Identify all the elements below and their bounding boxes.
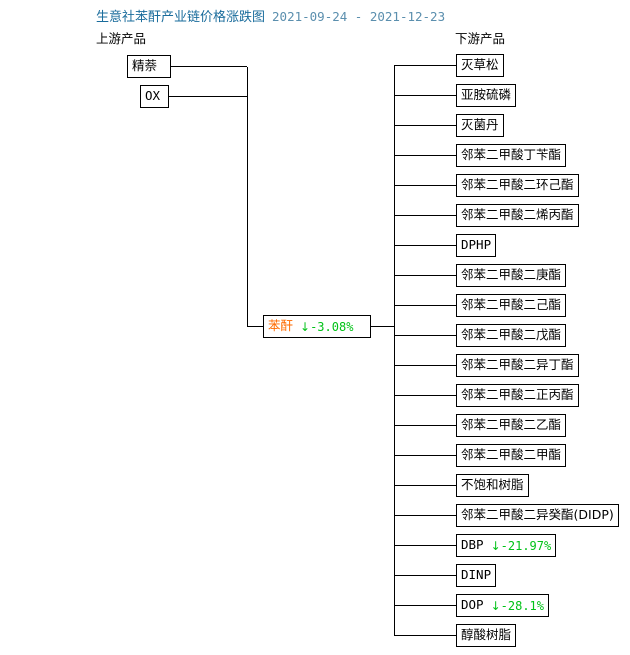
chart-title-row: 生意社苯酐产业链价格涨跌图 2021-09-24 - 2021-12-23 xyxy=(96,9,445,26)
downstream-vertical-bus xyxy=(394,65,396,636)
downstream-node-3[interactable]: 邻苯二甲酸丁苄酯 xyxy=(456,144,567,167)
node-label: DPHP xyxy=(461,237,492,253)
downstream-connector-18 xyxy=(394,604,456,607)
arrow-down-icon: ↓ xyxy=(490,598,501,613)
node-label: 邻苯二甲酸二正丙酯 xyxy=(461,387,574,403)
downstream-connector-5 xyxy=(394,214,456,217)
node-label: DOP xyxy=(461,597,484,613)
upstream-node-1[interactable]: OX xyxy=(140,85,169,108)
downstream-connector-6 xyxy=(394,244,456,247)
downstream-node-15[interactable]: 邻苯二甲酸二异癸酯(DIDP) xyxy=(456,504,619,527)
downstream-node-0[interactable]: 灭草松 xyxy=(456,54,504,77)
downstream-node-14[interactable]: 不饱和树脂 xyxy=(456,474,529,497)
downstream-connector-11 xyxy=(394,394,456,397)
node-label: 邻苯二甲酸二异丁酯 xyxy=(461,357,574,373)
node-label: 邻苯二甲酸二戊酯 xyxy=(461,327,562,343)
chart-date-range: 2021-09-24 - 2021-12-23 xyxy=(272,9,446,24)
center-outlet-connector xyxy=(371,325,394,328)
downstream-connector-3 xyxy=(394,154,456,157)
node-label: 邻苯二甲酸二甲酯 xyxy=(461,447,562,463)
node-change-value: ↓-3.08% xyxy=(300,319,354,334)
downstream-connector-2 xyxy=(394,124,456,127)
center-node-phthalic-anhydride[interactable]: 苯酐 ↓-3.08% xyxy=(263,315,371,338)
arrow-down-icon: ↓ xyxy=(300,319,311,334)
downstream-connector-0 xyxy=(394,64,456,67)
node-label: 精萘 xyxy=(132,58,158,74)
node-label: 邻苯二甲酸丁苄酯 xyxy=(461,147,562,163)
downstream-connector-15 xyxy=(394,514,456,517)
node-change-value: ↓-21.97% xyxy=(490,538,552,553)
node-label: 邻苯二甲酸二环己酯 xyxy=(461,177,574,193)
downstream-connector-10 xyxy=(394,364,456,367)
downstream-connector-16 xyxy=(394,544,456,547)
node-label: 邻苯二甲酸二异癸酯(DIDP) xyxy=(461,507,614,523)
node-label: 不饱和树脂 xyxy=(461,477,524,493)
downstream-node-4[interactable]: 邻苯二甲酸二环己酯 xyxy=(456,174,579,197)
downstream-node-8[interactable]: 邻苯二甲酸二己酯 xyxy=(456,294,567,317)
downstream-node-6[interactable]: DPHP xyxy=(456,234,497,257)
node-label: 灭菌丹 xyxy=(461,117,499,133)
downstream-node-19[interactable]: 醇酸树脂 xyxy=(456,624,517,647)
downstream-node-2[interactable]: 灭菌丹 xyxy=(456,114,504,137)
upstream-connector-1 xyxy=(169,95,247,98)
downstream-column-header: 下游产品 xyxy=(455,31,506,46)
downstream-node-1[interactable]: 亚胺硫磷 xyxy=(456,84,517,107)
node-label: 醇酸树脂 xyxy=(461,627,512,643)
node-label: DBP xyxy=(461,537,484,553)
arrow-down-icon: ↓ xyxy=(490,538,501,553)
downstream-node-18[interactable]: DOP ↓-28.1% xyxy=(456,594,549,617)
downstream-connector-12 xyxy=(394,424,456,427)
downstream-connector-7 xyxy=(394,274,456,277)
downstream-node-11[interactable]: 邻苯二甲酸二正丙酯 xyxy=(456,384,579,407)
upstream-connector-0 xyxy=(171,65,247,68)
downstream-connector-1 xyxy=(394,94,456,97)
node-label: 邻苯二甲酸二庚酯 xyxy=(461,267,562,283)
node-label: DINP xyxy=(461,567,492,583)
downstream-connector-8 xyxy=(394,304,456,307)
downstream-connector-9 xyxy=(394,334,456,337)
downstream-connector-19 xyxy=(394,634,456,637)
node-label: 亚胺硫磷 xyxy=(461,87,512,103)
downstream-connector-14 xyxy=(394,484,456,487)
downstream-connector-4 xyxy=(394,184,456,187)
node-label: 灭草松 xyxy=(461,57,499,73)
downstream-node-12[interactable]: 邻苯二甲酸二乙酯 xyxy=(456,414,567,437)
downstream-connector-13 xyxy=(394,454,456,457)
upstream-vertical-bus xyxy=(247,66,249,327)
node-label: 邻苯二甲酸二烯丙酯 xyxy=(461,207,574,223)
downstream-node-13[interactable]: 邻苯二甲酸二甲酯 xyxy=(456,444,567,467)
chart-title: 生意社苯酐产业链价格涨跌图 xyxy=(96,10,266,25)
node-label: 苯酐 xyxy=(268,318,294,334)
upstream-column-header: 上游产品 xyxy=(96,31,147,46)
downstream-node-17[interactable]: DINP xyxy=(456,564,497,587)
downstream-node-9[interactable]: 邻苯二甲酸二戊酯 xyxy=(456,324,567,347)
node-label: OX xyxy=(145,88,161,104)
downstream-node-16[interactable]: DBP ↓-21.97% xyxy=(456,534,557,557)
downstream-node-10[interactable]: 邻苯二甲酸二异丁酯 xyxy=(456,354,579,377)
downstream-node-7[interactable]: 邻苯二甲酸二庚酯 xyxy=(456,264,567,287)
node-label: 邻苯二甲酸二乙酯 xyxy=(461,417,562,433)
center-inlet-connector xyxy=(247,325,263,328)
downstream-node-5[interactable]: 邻苯二甲酸二烯丙酯 xyxy=(456,204,579,227)
node-label: 邻苯二甲酸二己酯 xyxy=(461,297,562,313)
downstream-connector-17 xyxy=(394,574,456,577)
node-change-value: ↓-28.1% xyxy=(490,598,544,613)
upstream-node-0[interactable]: 精萘 xyxy=(127,55,171,78)
